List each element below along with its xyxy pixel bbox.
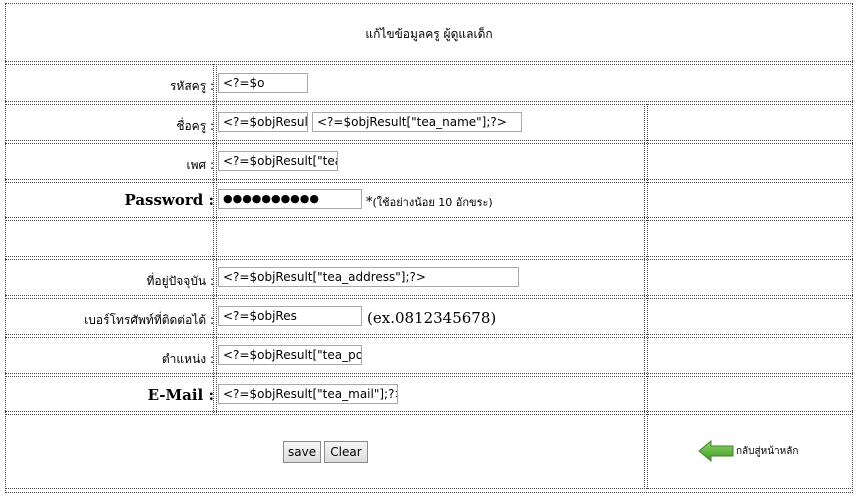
left-arrow-icon bbox=[698, 440, 734, 462]
password-label: Password : bbox=[124, 191, 214, 209]
position-label: ตำแหน่ง : bbox=[161, 352, 214, 366]
teacher-id-input[interactable]: <?=$o bbox=[218, 73, 308, 93]
teacher-id-label: รหัสครู : bbox=[169, 79, 214, 93]
position-input[interactable]: <?=$objResult["tea_pos bbox=[218, 345, 362, 365]
column-divider bbox=[644, 414, 645, 489]
teacher-prefix-input[interactable]: <?=$objResul bbox=[218, 112, 308, 132]
column-divider bbox=[647, 104, 648, 413]
password-input[interactable]: ●●●●●●●●●● bbox=[218, 189, 362, 209]
password-required-star: * bbox=[366, 195, 373, 210]
email-label: E-Mail : bbox=[147, 386, 214, 404]
column-divider bbox=[644, 104, 645, 413]
row-divider bbox=[5, 373, 853, 377]
password-hint: *(ใช้อย่างน้อย 10 อักขระ) bbox=[366, 193, 493, 211]
row-divider bbox=[5, 411, 853, 415]
row-divider bbox=[5, 488, 853, 489]
teacher-name-input[interactable]: <?=$objResult["tea_name"];?> bbox=[312, 112, 522, 132]
form-title: แก้ไขข้อมูลครู ผู้ดูแลเด็ก bbox=[365, 27, 493, 41]
column-divider bbox=[647, 414, 648, 489]
column-divider bbox=[213, 64, 214, 413]
save-button[interactable]: save bbox=[283, 441, 321, 463]
back-to-home-link[interactable]: กลับสู่หน้าหลัก bbox=[698, 440, 798, 462]
password-hint-text: (ใช้อย่างน้อย 10 อักขระ) bbox=[372, 196, 493, 209]
form-table bbox=[5, 3, 853, 493]
column-divider bbox=[216, 64, 217, 413]
clear-button[interactable]: Clear bbox=[324, 441, 368, 463]
teacher-name-label: ชื่อครู : bbox=[176, 119, 214, 133]
back-to-home-label: กลับสู่หน้าหลัก bbox=[736, 445, 799, 457]
gender-input[interactable]: <?=$objResult["tea bbox=[218, 151, 338, 171]
email-input[interactable]: <?=$objResult["tea_mail"];?> bbox=[218, 384, 398, 404]
row-divider bbox=[5, 140, 853, 144]
address-input[interactable]: <?=$objResult["tea_address"];?> bbox=[218, 267, 519, 287]
row-divider bbox=[5, 217, 853, 221]
row-divider bbox=[5, 295, 853, 299]
address-label: ที่อยู่ปัจจุบัน : bbox=[146, 274, 214, 288]
row-divider bbox=[5, 256, 853, 260]
row-divider bbox=[5, 334, 853, 338]
phone-input[interactable]: <?=$objRes bbox=[218, 306, 362, 326]
phone-label: เบอร์โทรศัพท์ที่ติดต่อได้ : bbox=[84, 313, 214, 327]
gender-label: เพศ : bbox=[186, 158, 215, 172]
row-divider bbox=[5, 61, 853, 65]
row-divider bbox=[5, 179, 853, 183]
phone-format-hint: (ex.0812345678) bbox=[367, 309, 497, 327]
row-divider bbox=[5, 101, 853, 105]
